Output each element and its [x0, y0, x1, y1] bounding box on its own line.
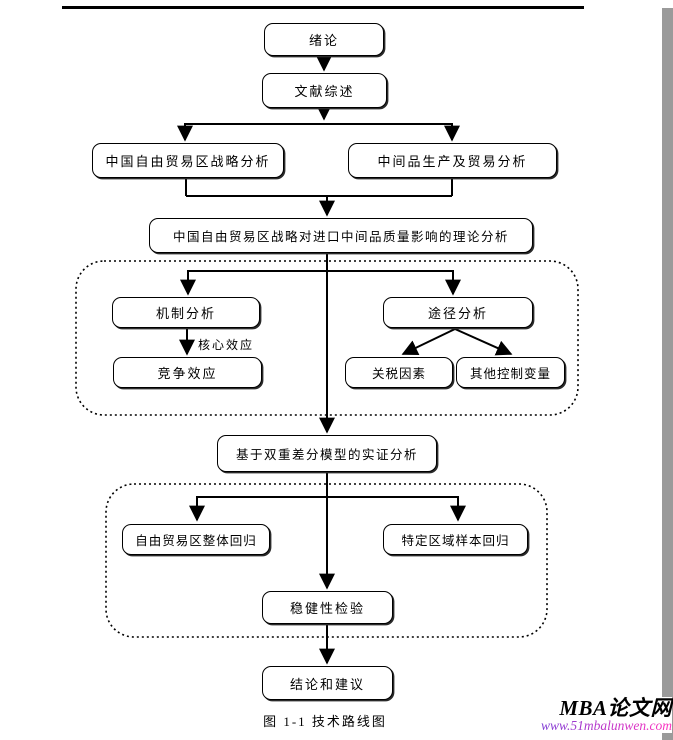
watermark: MBA论文网 www.51mbalunwen.com	[537, 696, 672, 734]
node-theory-analysis: 中国自由贸易区战略对进口中间品质量影响的理论分析	[149, 218, 533, 253]
node-other-controls: 其他控制变量	[456, 357, 565, 388]
edge-label-core-effect: 核心效应	[198, 338, 255, 352]
node-tariff-factor: 关税因素	[345, 357, 453, 388]
node-intro: 绪论	[264, 23, 384, 56]
watermark-site-url[interactable]: www.51mbalunwen.com	[541, 718, 672, 734]
node-ftz-strategy: 中国自由贸易区战略分析	[92, 143, 284, 178]
watermark-site-name: MBA论文网	[559, 696, 672, 720]
node-region-sample: 特定区域样本回归	[383, 524, 528, 555]
connector-lines	[177, 55, 513, 665]
node-overall-regression: 自由贸易区整体回归	[122, 524, 270, 555]
node-literature-review: 文献综述	[262, 73, 387, 108]
node-competition-effect: 竞争效应	[113, 357, 262, 388]
node-conclusion: 结论和建议	[262, 666, 393, 700]
figure-caption: 图 1-1 技术路线图	[263, 714, 387, 729]
node-empirical-analysis: 基于双重差分模型的实证分析	[217, 435, 437, 472]
node-mechanism-analysis: 机制分析	[112, 297, 260, 328]
mechanism-path-dashed-group	[75, 260, 579, 416]
node-intermediate-goods: 中间品生产及贸易分析	[348, 143, 557, 178]
node-robustness-test: 稳健性检验	[262, 591, 393, 624]
node-path-analysis: 途径分析	[383, 297, 533, 328]
page-top-rule	[62, 6, 584, 9]
page-edge-bar	[662, 8, 673, 740]
